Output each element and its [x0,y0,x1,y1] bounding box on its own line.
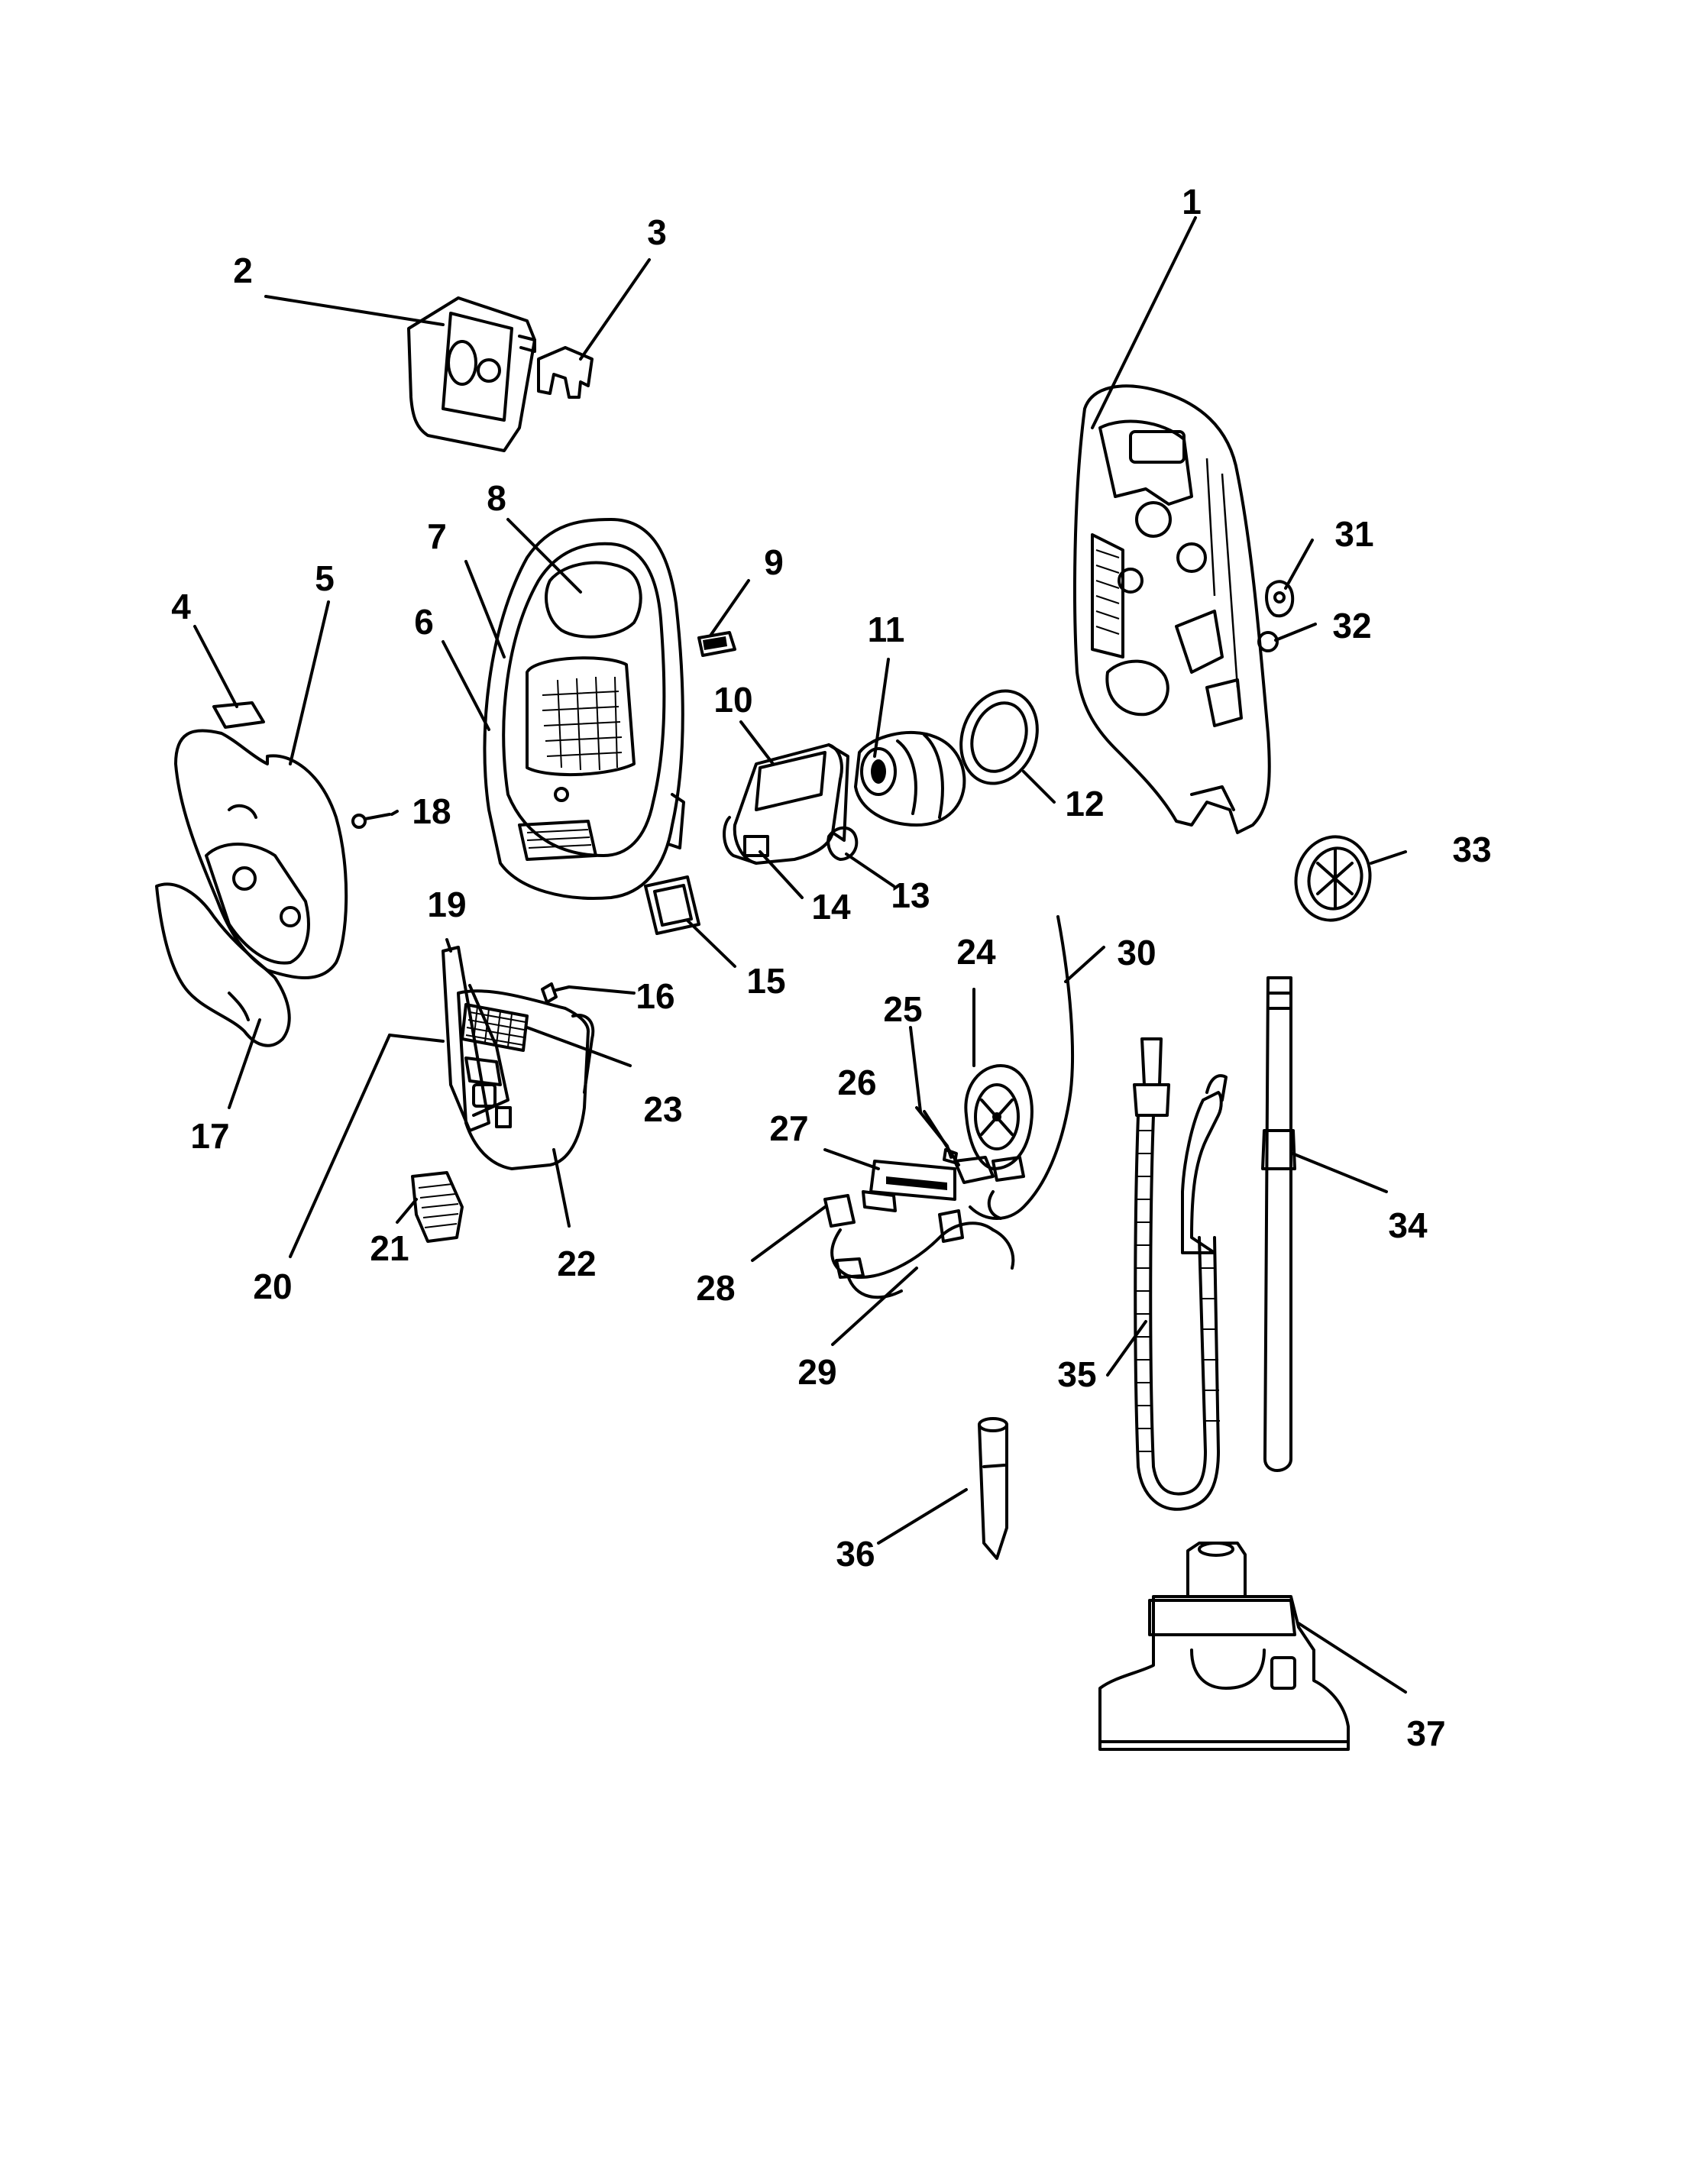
callout-33: 33 [1452,830,1491,869]
part-18-screw [351,813,391,829]
callout-36: 36 [836,1534,875,1574]
part-32-washer [1257,631,1279,652]
callout-5: 5 [315,558,335,598]
part-26-terminal [953,1156,1025,1184]
part-20-inner-panel [442,946,509,1132]
callout-31: 31 [1334,514,1373,554]
part-8-main-body [483,518,685,900]
callout-7: 7 [427,516,447,556]
part-11-fan-housing [854,730,966,827]
part-1-rear-housing [1073,384,1271,834]
callout-12: 12 [1065,784,1104,823]
callout-4: 4 [171,587,191,626]
part-2-bag-holder [407,296,536,452]
callout-14: 14 [811,887,851,927]
callout-37: 37 [1406,1713,1445,1753]
part-28-switch [823,1194,856,1228]
callout-13: 13 [891,875,930,915]
callout-10: 10 [713,680,752,720]
part-35-hose [1133,1037,1228,1511]
part-12-ring [959,689,1039,785]
part-10-motor [723,743,849,865]
part-31-hook [1265,580,1295,618]
callout-27: 27 [769,1108,808,1148]
callout-1: 1 [1182,182,1202,222]
part-13-bracket [827,826,859,861]
callout-26: 26 [837,1063,876,1102]
part-30-cord [969,915,1074,1220]
callout-15: 15 [746,961,785,1001]
part-34-wand [1261,976,1296,1472]
part-4-pad [212,701,265,729]
callout-30: 30 [1117,933,1156,972]
part-21-grille [411,1171,464,1243]
part-22-lower-shell [457,989,595,1170]
callout-9: 9 [764,542,784,582]
part-33-wheel [1294,835,1372,922]
part-15-gasket [644,875,700,935]
callout-24: 24 [956,932,996,972]
callout-28: 28 [696,1268,735,1308]
callout-3: 3 [647,212,667,252]
callout-2: 2 [233,251,253,290]
part-3-clip [537,346,594,399]
callout-11: 11 [868,610,905,649]
callout-23: 23 [643,1089,682,1129]
part-37-floor-nozzle [1098,1542,1350,1751]
callout-32: 32 [1332,606,1371,645]
callout-29: 29 [797,1352,836,1392]
callout-18: 18 [412,791,451,831]
callout-34: 34 [1388,1205,1428,1245]
callout-20: 20 [253,1267,292,1306]
callout-19: 19 [427,885,466,924]
part-16-screw [541,982,571,1004]
callout-21: 21 [370,1228,409,1268]
part-23-filter [461,1003,529,1052]
callout-22: 22 [557,1244,596,1283]
callout-35: 35 [1057,1354,1096,1394]
callout-labels: 1 2 3 4 5 6 7 8 9 10 11 12 13 14 15 16 1… [171,182,1491,1753]
callout-6: 6 [414,602,434,642]
part-29-wiring-harness [830,1190,1015,1299]
leader-lines [193,216,1407,1694]
part-24-filter-disc [964,1064,1034,1170]
callout-16: 16 [636,976,674,1016]
part-27-circuit-board [869,1160,956,1201]
part-9-latch [697,631,736,657]
part-17-lower-cover [155,882,291,1047]
callout-8: 8 [487,478,506,518]
callout-17: 17 [190,1116,229,1156]
callout-25: 25 [883,989,922,1029]
part-36-crevice-tool [978,1417,1008,1560]
part-5-front-cover [174,729,348,979]
